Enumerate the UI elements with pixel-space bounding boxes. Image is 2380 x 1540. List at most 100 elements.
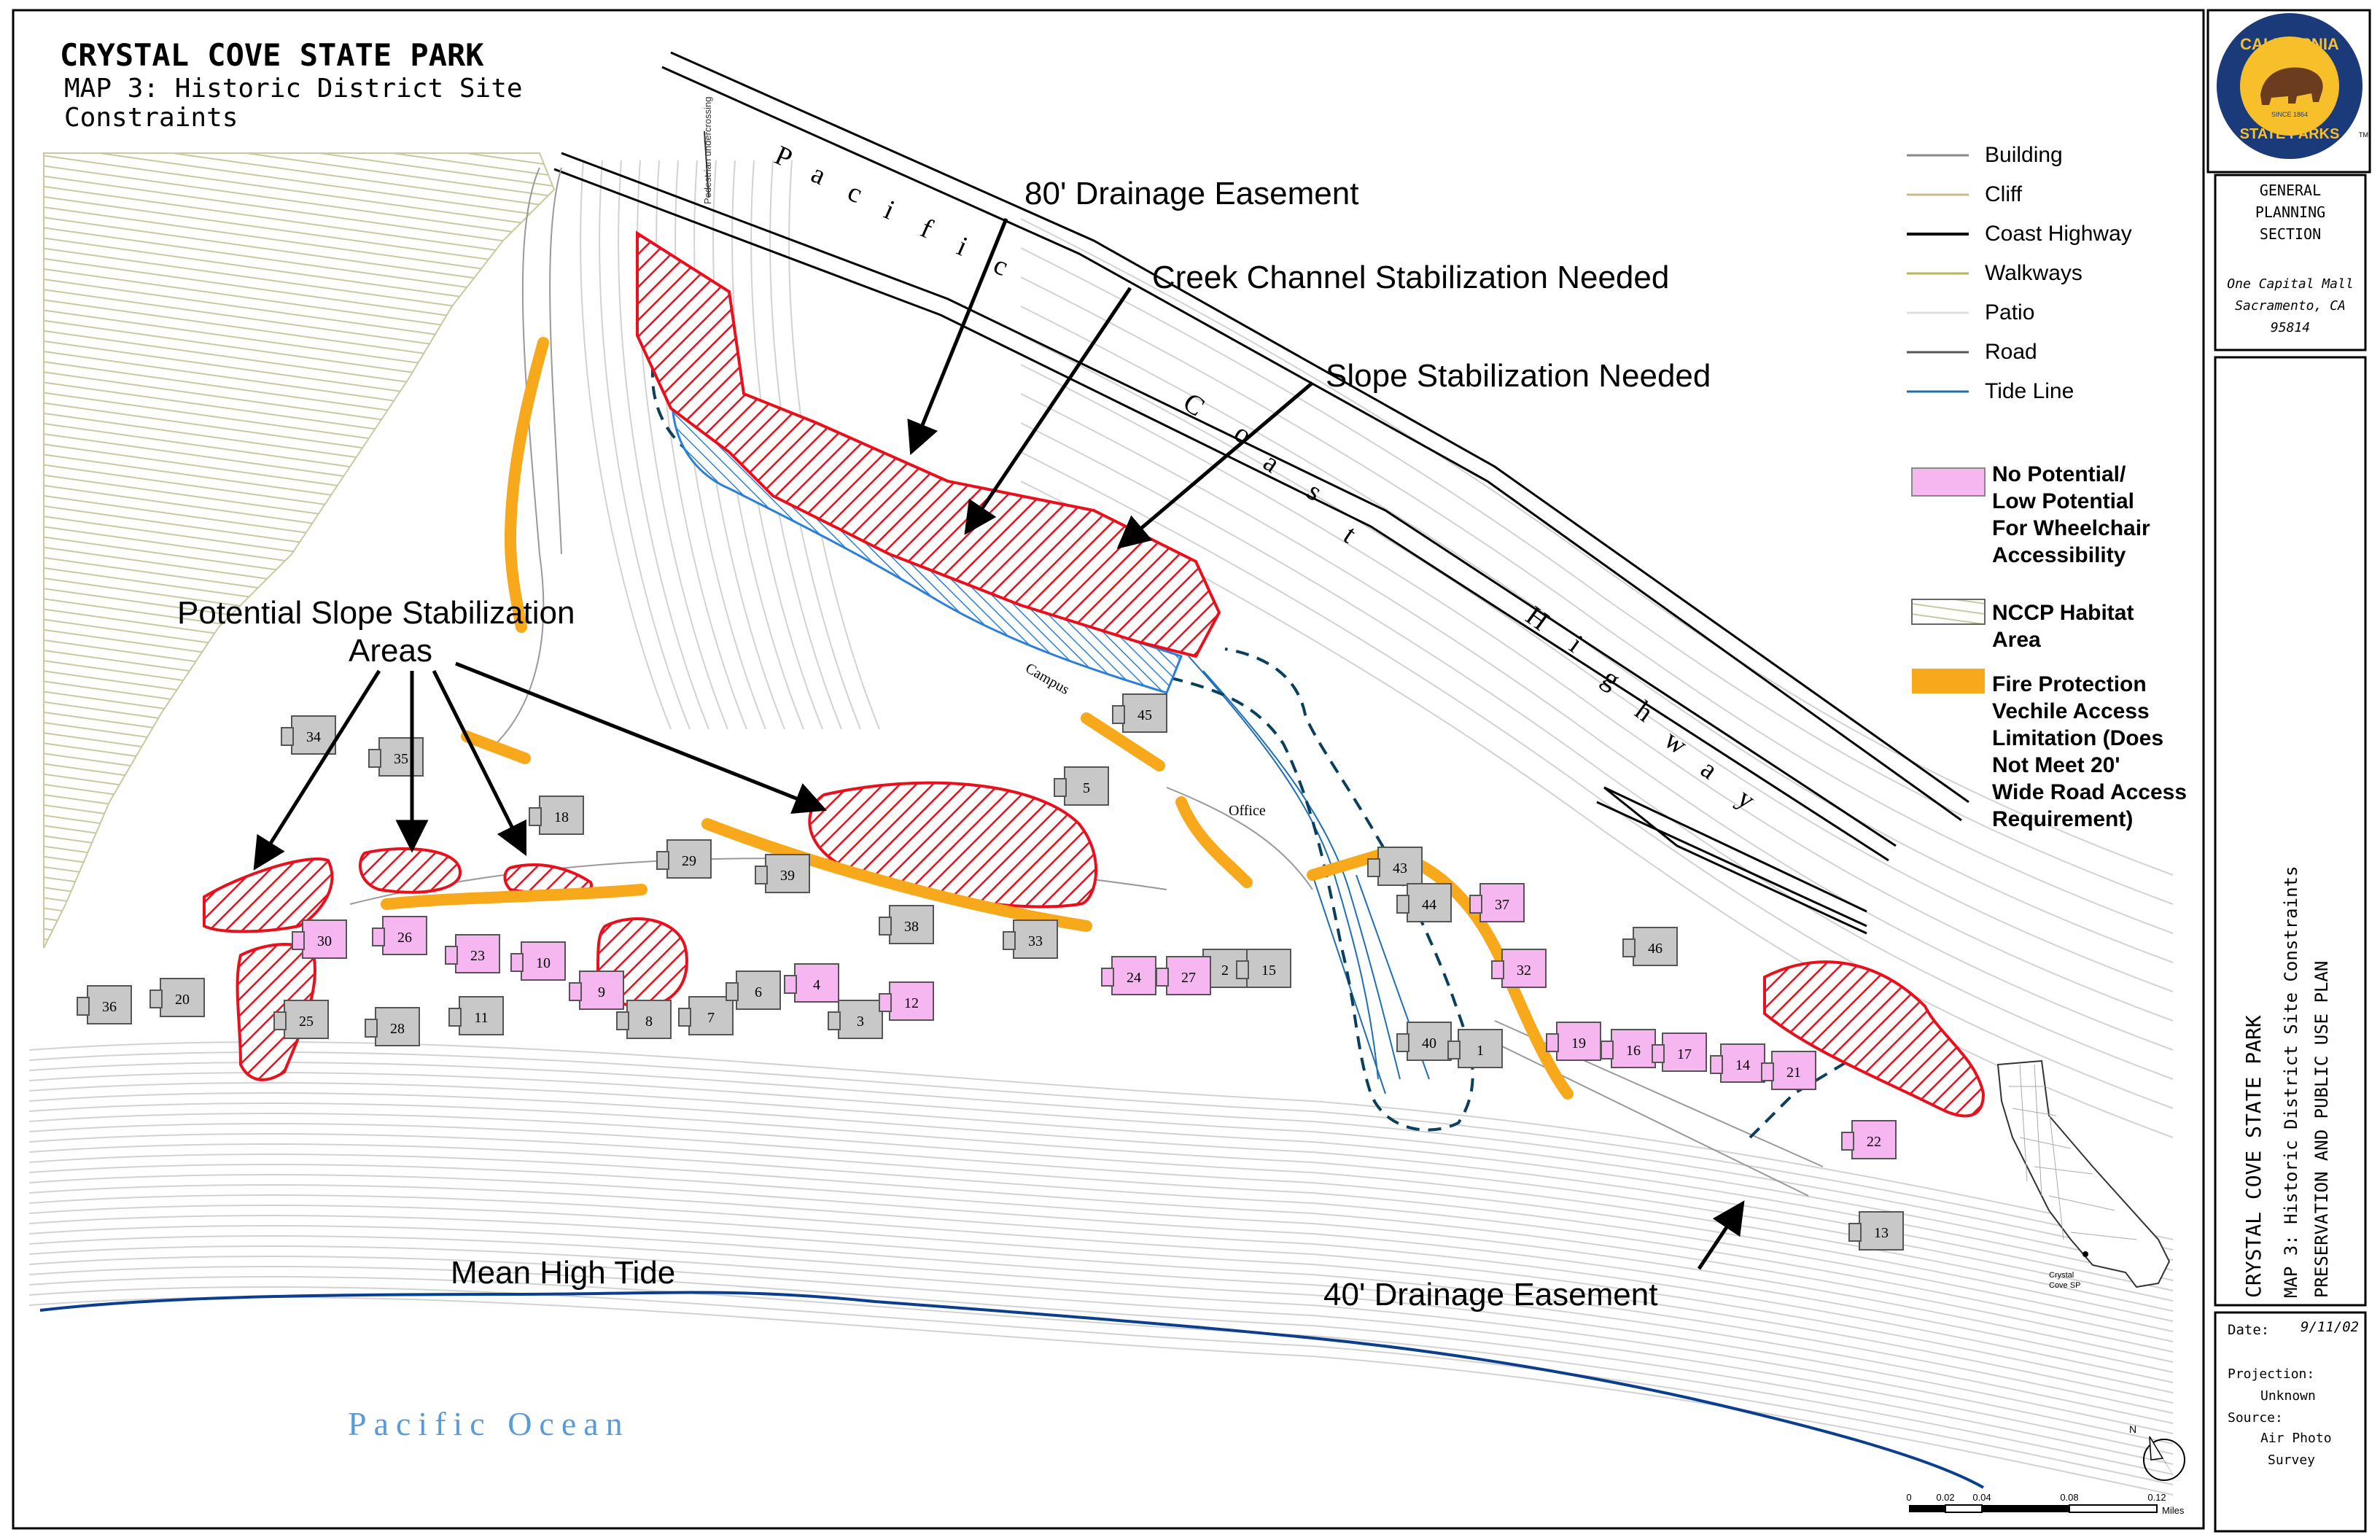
legend-label-1: Cliff	[1985, 182, 2023, 206]
building-10: 10	[510, 941, 566, 981]
building-44: 44	[1396, 883, 1452, 922]
building-number: 2	[1221, 962, 1229, 979]
svg-text:STATE PARKS: STATE PARKS	[2240, 126, 2340, 142]
building-36: 36	[77, 985, 132, 1024]
coast-highway	[553, 51, 1969, 935]
building-1: 1	[1447, 1029, 1503, 1068]
building-32: 32	[1491, 949, 1547, 988]
building-number: 27	[1181, 970, 1196, 986]
building-number: 38	[904, 919, 919, 935]
building-number: 7	[707, 1010, 715, 1026]
svg-text:SINCE 1864: SINCE 1864	[2271, 111, 2308, 118]
pedestrian-undercrossing	[704, 131, 709, 198]
building-13: 13	[1848, 1211, 1904, 1251]
building-number: 19	[1571, 1035, 1586, 1051]
building-9: 9	[569, 971, 624, 1010]
callout-slope: Slope Stabilization Needed	[1326, 358, 1711, 394]
building-46: 46	[1622, 927, 1678, 966]
building-number: 30	[317, 933, 332, 949]
callout-40-drainage: 40' Drainage Easement	[1323, 1277, 1657, 1312]
building-number: 18	[554, 809, 569, 825]
building-number: 22	[1867, 1134, 1881, 1150]
legend-label-4: Patio	[1985, 300, 2034, 324]
callout-mean-tide: Mean High Tide	[451, 1255, 675, 1291]
building-number: 8	[645, 1014, 653, 1030]
building-number: 3	[857, 1014, 864, 1030]
building-number: 16	[1626, 1043, 1641, 1059]
building-number: 13	[1874, 1225, 1889, 1241]
building-25: 25	[273, 1000, 329, 1039]
vertical-plan-title: PRESERVATION AND PUBLIC USE PLAN	[2311, 961, 2332, 1298]
building-6: 6	[726, 971, 781, 1010]
date-label: Date:	[2228, 1322, 2269, 1338]
building-number: 34	[306, 729, 321, 745]
building-number: 44	[1422, 897, 1436, 913]
building-35: 35	[368, 737, 424, 777]
callout-potential-line1: Potential Slope Stabilization	[177, 595, 575, 631]
building-4: 4	[784, 963, 839, 1003]
legend-nccp-swatch	[1911, 599, 1986, 625]
building-5: 5	[1054, 766, 1109, 806]
building-7: 7	[678, 996, 734, 1035]
building-34: 34	[281, 715, 336, 755]
drainage-easement-40-outline	[1749, 1019, 1897, 1139]
address-line-2: Sacramento, CA	[2235, 298, 2346, 314]
building-number: 36	[102, 999, 117, 1015]
building-12: 12	[879, 981, 934, 1021]
nccp-habitat-area	[43, 152, 556, 949]
building-22: 22	[1841, 1120, 1897, 1159]
map-title: CRYSTAL COVE STATE PARK	[60, 37, 484, 73]
building-33: 33	[1003, 919, 1058, 959]
callout-80-drainage: 80' Drainage Easement	[1024, 176, 1358, 211]
building-number: 1	[1477, 1043, 1484, 1059]
svg-text:TM: TM	[2359, 131, 2368, 139]
fire-access-limitations	[381, 337, 1574, 1100]
legend-label-3: Walkways	[1985, 261, 2082, 285]
scale-unit: Miles	[2162, 1505, 2185, 1516]
building-number: 32	[1517, 962, 1531, 979]
legend-pink-swatch	[1911, 467, 1986, 497]
building-number: 6	[755, 984, 762, 1000]
legend-label-5: Road	[1985, 340, 2037, 364]
building-28: 28	[365, 1007, 420, 1046]
sidebar-frame	[2206, 9, 2371, 1533]
building-number: 26	[397, 930, 412, 946]
building-number: 5	[1083, 780, 1090, 796]
building-21: 21	[1761, 1051, 1816, 1090]
address-zip: 95814	[2271, 320, 2310, 335]
building-20: 20	[149, 978, 205, 1017]
building-45: 45	[1112, 693, 1167, 733]
building-number: 43	[1393, 860, 1407, 876]
building-number: 39	[780, 868, 795, 884]
svg-text:CALIFORNIA: CALIFORNIA	[2240, 35, 2339, 53]
potential-slope-area-7	[1763, 960, 1986, 1118]
legend-label-6: Tide Line	[1985, 379, 2074, 403]
building-number: 40	[1422, 1035, 1436, 1051]
building-43: 43	[1367, 847, 1423, 886]
building-18: 18	[529, 796, 584, 835]
source-value-1: Air Photo	[2260, 1431, 2332, 1446]
svg-text:Crystal: Crystal	[2049, 1271, 2074, 1280]
building-19: 19	[1546, 1022, 1601, 1061]
building-number: 29	[682, 853, 696, 869]
pedestrian-label: Pedestrian undercrossing	[702, 97, 713, 204]
projection-label: Projection:	[2228, 1366, 2314, 1382]
mean-high-tide-line	[39, 1291, 1984, 1489]
date-value: 9/11/02	[2301, 1319, 2359, 1335]
red-stabilization-areas	[203, 230, 1986, 1118]
building-number: 23	[470, 948, 485, 964]
legend-label-0: Building	[1985, 143, 2063, 167]
building-number: 45	[1138, 707, 1152, 723]
building-27: 27	[1156, 956, 1211, 995]
building-11: 11	[448, 996, 504, 1035]
building-number: 25	[299, 1014, 314, 1030]
building-17: 17	[1652, 1032, 1707, 1072]
building-29: 29	[656, 839, 712, 879]
building-number: 46	[1648, 941, 1662, 957]
building-number: 37	[1495, 897, 1509, 913]
address-line-1: One Capital Mall	[2227, 276, 2353, 292]
